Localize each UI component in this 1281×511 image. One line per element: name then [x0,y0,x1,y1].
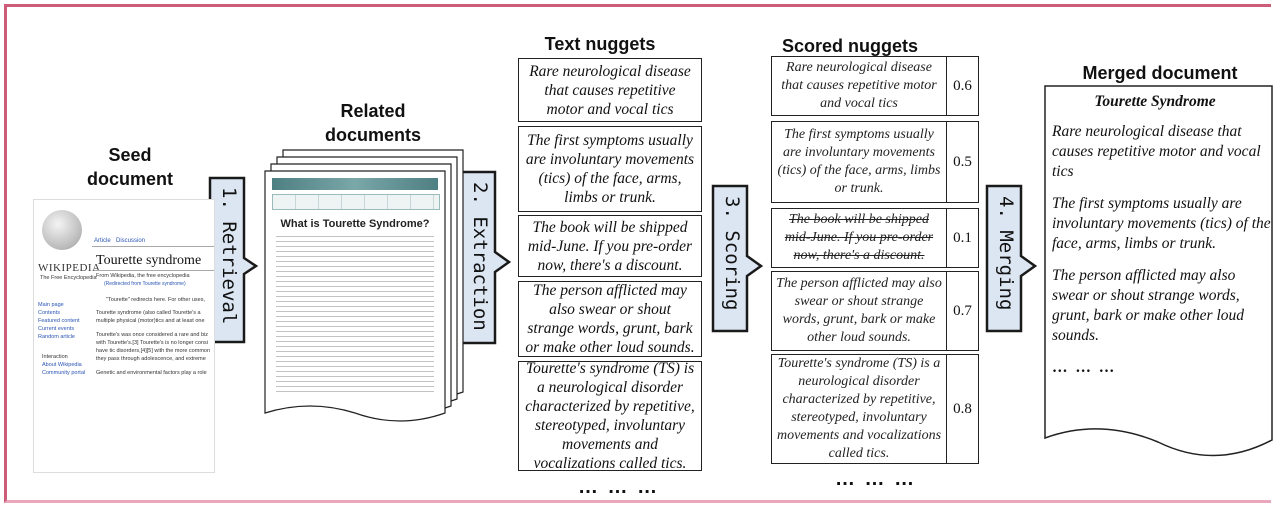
wiki-nav-portal[interactable]: Community portal [42,370,86,376]
wiki-logo-sub: The Free Encyclopedia [40,275,97,281]
wiki-text-line: have tic disorders,[4][5] with the more … [96,348,211,354]
wiki-text-line: with Tourette's.[3] Tourette's is no lon… [96,340,208,346]
wiki-text-line: "Tourette" redirects here. For other use… [106,297,205,303]
wiki-redirect-line: (Redirected from Tourette syndrome) [104,281,186,287]
merged-title: Tourette Syndrome [1094,93,1216,110]
step-merging-label: 4. Merging [995,196,1017,311]
merged-ellipsis: … … … [1052,359,1117,376]
scored-nuggets-ellipsis: … … … [835,468,917,490]
merged-paragraph: The first symptoms usually are involunta… [1052,195,1271,252]
header-text-nuggets: Text nuggets [544,34,656,54]
nugget-score: 0.1 [947,208,979,268]
wiki-article-title: Tourette syndrome [96,253,202,268]
wiki-nav-contents[interactable]: Contents [38,310,61,316]
merged-paragraph: The person afflicted may also swear or s… [1052,267,1245,344]
scored-nugget: Tourette's syndrome (TS) is a neurologic… [771,354,947,464]
text-nugget: The first symptoms usually are involunta… [518,126,702,212]
header-merged: Merged document [1082,63,1238,83]
wiki-logo-text: WIKIPEDIA [38,262,101,274]
nugget-score: 0.7 [947,271,979,351]
scored-nugget: Rare neurological disease that causes re… [771,56,947,116]
merged-paragraph: Rare neurological disease that causes re… [1052,123,1261,180]
related-doc-front: What is Tourette Syndrome? [266,172,444,402]
scored-nugget: The first symptoms usually are involunta… [771,121,947,203]
header-seed: Seed document [86,145,173,189]
wiki-from-line: From Wikipedia, the free encyclopedia [96,273,190,279]
step-extraction-label: 2. Extraction [469,182,491,331]
text-nugget: Rare neurological disease that causes re… [518,58,702,122]
wiki-nav-random[interactable]: Random article [38,334,75,340]
nugget-score: 0.8 [947,354,979,464]
wiki-interaction-heading: Interaction [42,354,68,360]
related-doc-nav [272,194,440,210]
wiki-tab-article[interactable]: Article [94,238,111,244]
related-doc-title: What is Tourette Syndrome? [280,218,430,230]
merged-doc-shape [1044,85,1273,457]
step-retrieval-label: 1. Retrieval [218,187,240,325]
text-nugget: The book will be shipped mid-June. If yo… [518,215,702,277]
related-doc-banner [272,178,438,190]
step-scoring-label: 3. Scoring [721,196,743,311]
wiki-nav-main[interactable]: Main page [38,302,64,308]
header-related: Related documents [324,101,421,145]
scored-nugget: The person afflicted may also swear or s… [771,271,947,351]
merged-document-content: Tourette Syndrome Rare neurological dise… [1052,92,1272,378]
wiki-nav-featured[interactable]: Featured content [38,318,80,324]
header-scored-nuggets: Scored nuggets [781,36,919,56]
wiki-nav-about[interactable]: About Wikipedia [42,362,82,368]
scored-nugget-discarded: The book will be shipped mid-June. If yo… [771,208,947,268]
nugget-score: 0.5 [947,121,979,203]
wiki-nav-current[interactable]: Current events [38,326,75,332]
wiki-text-line: they pass through adolescence, and extre… [96,356,206,362]
nugget-score: 0.6 [947,56,979,116]
arrow-retrieval [208,176,259,344]
related-doc-body-lines [276,236,434,396]
arrow-merging [985,184,1038,333]
text-nugget: Tourette's syndrome (TS) is a neurologic… [518,360,702,472]
wiki-text-line: Tourette syndrome (also called Tourette'… [96,310,201,316]
seed-document-screenshot: WIKIPEDIA The Free Encyclopedia Article … [34,200,214,472]
wiki-text-line: multiple physical (motor)tics and at lea… [96,318,205,324]
wikipedia-globe-icon [42,210,82,250]
wiki-tab-discussion[interactable]: Discussion [116,238,146,244]
wiki-text-line: Tourette's was once considered a rare an… [96,332,209,338]
text-nugget: The person afflicted may also swear or s… [518,281,702,357]
wiki-text-line: Genetic and environmental factors play a… [96,370,207,376]
text-nuggets-ellipsis: … … … [578,476,660,498]
arrow-extraction [459,170,512,345]
arrow-scoring [711,184,764,333]
